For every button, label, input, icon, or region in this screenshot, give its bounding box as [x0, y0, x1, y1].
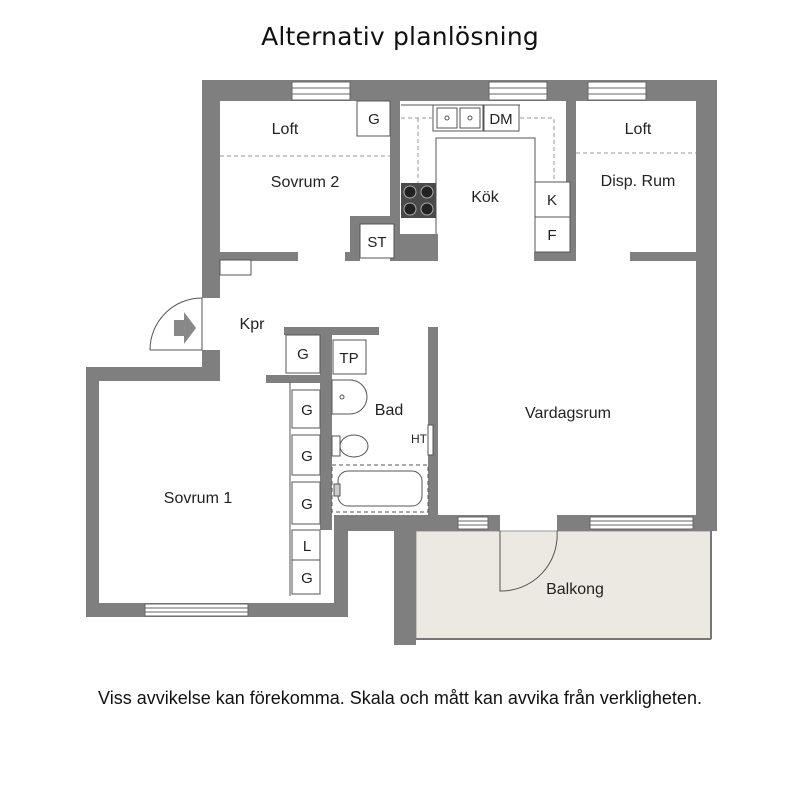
- doors: [149, 259, 558, 592]
- bathroom-fixtures: [331, 379, 434, 513]
- fixture-label-dm: DM: [489, 111, 512, 128]
- fixture-label-g-wardrobe-1: G: [301, 402, 313, 419]
- room-label-kpr: Kpr: [240, 316, 266, 333]
- room-label-sovrum1: Sovrum 1: [164, 490, 233, 507]
- stove-icon: [401, 183, 436, 218]
- fixture-label-g-wardrobe-3: G: [301, 496, 313, 513]
- room-label-sovrum2: Sovrum 2: [271, 174, 340, 191]
- floor-plan: Loft Sovrum 2 Kök Loft Disp. Rum Kpr Bad…: [86, 80, 717, 645]
- room-label-kok: Kök: [471, 189, 500, 206]
- fixture-label-l-wardrobe: L: [303, 538, 311, 555]
- fixture-label-ht: HT: [411, 432, 428, 446]
- washbasin-icon: [331, 379, 368, 415]
- sink-icon: [432, 104, 484, 132]
- room-label-vardagsrum: Vardagsrum: [525, 405, 611, 422]
- fixture-boxes: [285, 100, 571, 596]
- windows: [144, 81, 694, 617]
- room-label-loft-right: Loft: [625, 121, 652, 138]
- room-label-disp-rum: Disp. Rum: [601, 173, 676, 190]
- fixture-label-tp: TP: [339, 350, 358, 367]
- room-label-loft-left: Loft: [272, 121, 299, 138]
- fixture-label-st: ST: [367, 234, 386, 251]
- dashed-lines: [220, 117, 696, 185]
- toilet-icon: [331, 434, 369, 458]
- room-label-balkong: Balkong: [546, 581, 604, 598]
- tap-icon: [333, 483, 341, 497]
- fixture-label-g-wardrobe-2: G: [301, 448, 313, 465]
- bathtub-icon: [331, 464, 429, 513]
- entrance-arrow-icon: [174, 312, 196, 344]
- room-label-bad: Bad: [375, 402, 403, 419]
- fixture-label-g-wardrobe-4: G: [301, 570, 313, 587]
- fixture-label-f: F: [547, 227, 556, 244]
- fixture-label-g-sovrum2: G: [368, 111, 380, 128]
- disclaimer-text: Viss avvikelse kan förekomma. Skala och …: [98, 688, 702, 708]
- fixture-label-g-hall: G: [297, 346, 309, 363]
- plan-title: Alternativ planlösning: [261, 22, 539, 51]
- heated-towel-rail-icon: [427, 424, 434, 456]
- fixture-label-k: K: [547, 192, 557, 209]
- balcony-floor: [415, 530, 712, 640]
